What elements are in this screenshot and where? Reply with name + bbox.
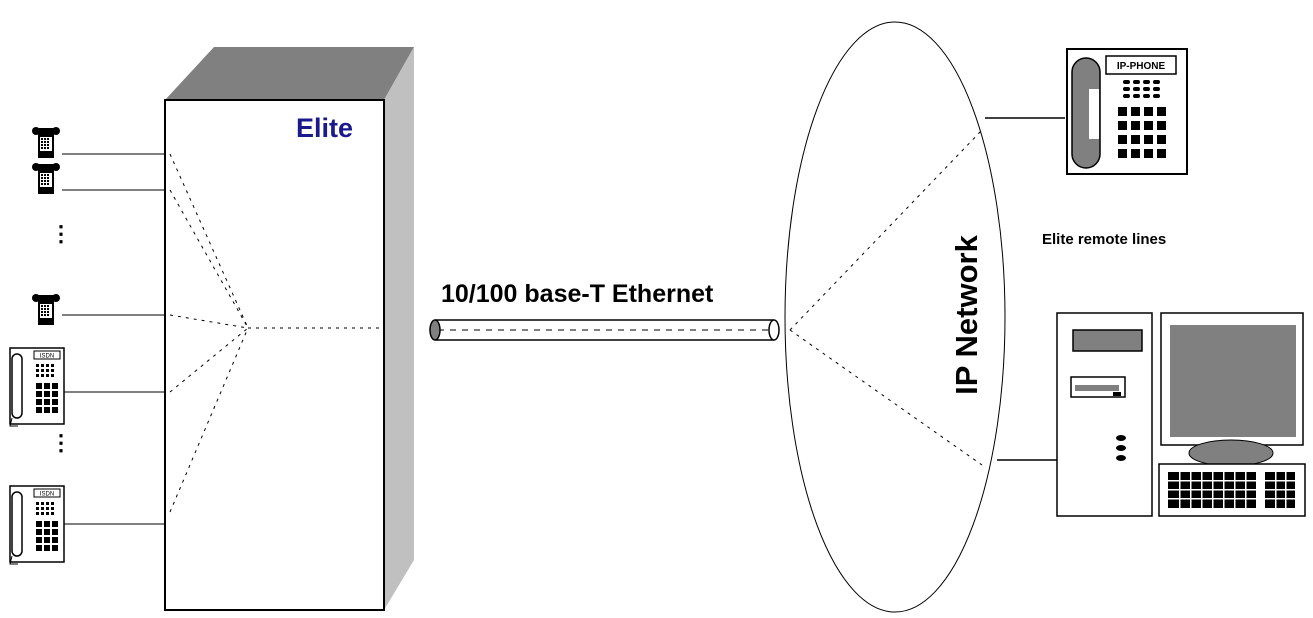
extension-lines xyxy=(62,153,165,525)
internal-wiring xyxy=(169,153,384,513)
ip-phone-display-text: IP-PHONE xyxy=(1117,61,1166,72)
ip-network-cloud xyxy=(784,21,1006,613)
cabinet-side xyxy=(384,47,414,610)
remote-lines-label: Elite remote lines xyxy=(1042,231,1167,248)
extension-ellipsis: ⋮ xyxy=(50,221,72,246)
analog-phone-icon xyxy=(32,163,60,194)
analog-phone-icon xyxy=(32,127,60,158)
isdn-display-text: ISDN xyxy=(40,354,54,360)
cabinet-top xyxy=(165,47,414,100)
extension-ellipsis: ⋮ xyxy=(50,430,72,455)
elite-cabinet xyxy=(164,47,414,611)
network-label: IP Network xyxy=(949,235,984,395)
analog-phone-icon xyxy=(32,294,60,325)
cabinet-front xyxy=(164,99,385,611)
isdn-phone-icon: ISDN xyxy=(9,347,65,427)
ip-phone-icon: IP-PHONE xyxy=(1066,48,1188,175)
ethernet-cable xyxy=(429,319,780,341)
remote-lines xyxy=(985,117,1065,461)
cabinet-label: Elite xyxy=(296,113,354,143)
ethernet-label: 10/100 base-T Ethernet xyxy=(441,280,714,308)
pc-monitor-icon xyxy=(1160,312,1304,467)
pc-tower-icon xyxy=(1056,312,1153,517)
isdn-phone-icon xyxy=(9,485,65,565)
keyboard-icon xyxy=(1158,463,1306,517)
